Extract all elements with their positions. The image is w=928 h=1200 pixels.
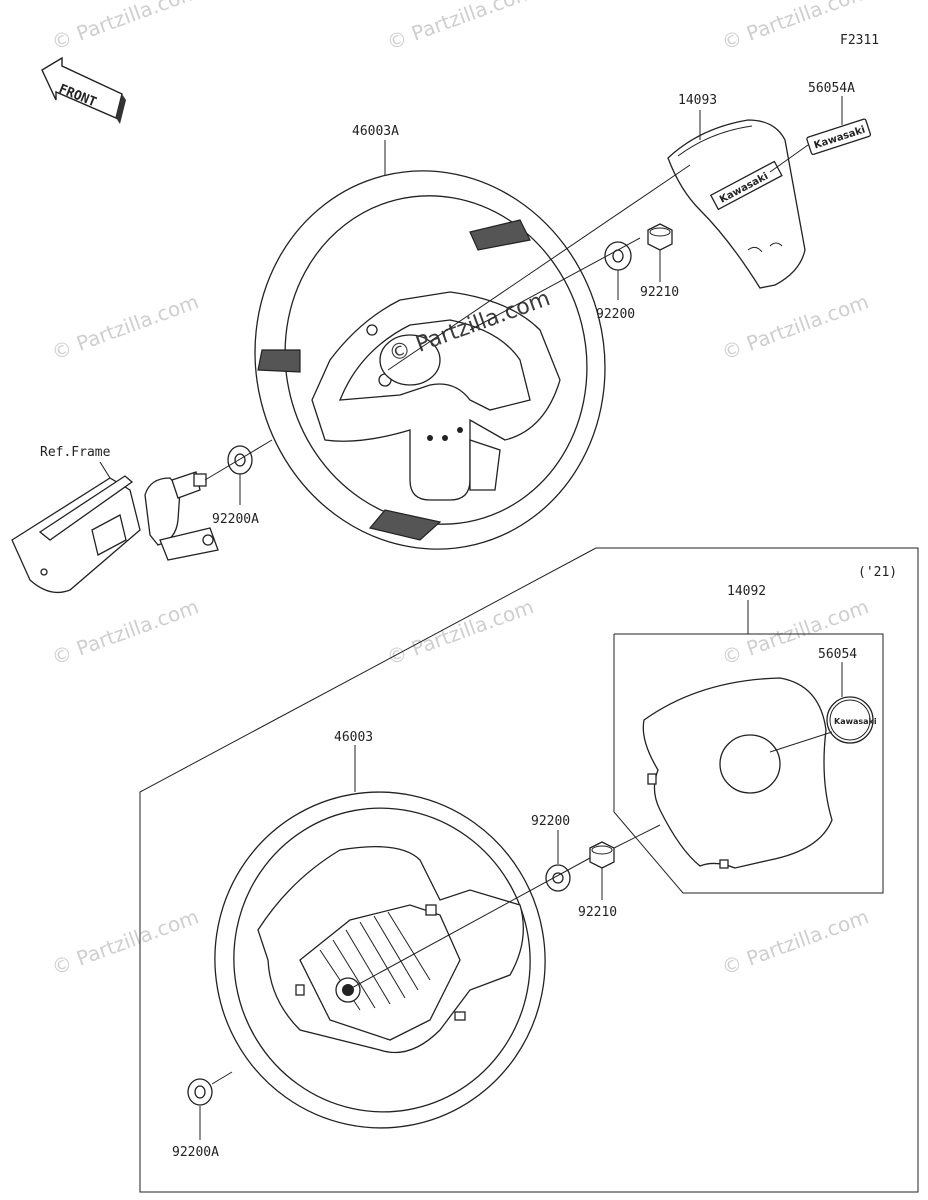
- label-46003: 46003: [334, 730, 373, 745]
- watermark-text: © Partzilla.com: [719, 289, 872, 364]
- washer-92200a-lower[interactable]: [187, 1078, 213, 1106]
- horn-cover-14093[interactable]: Kawasaki: [667, 119, 806, 289]
- watermark-text: © Partzilla.com: [49, 594, 202, 669]
- leader-line: [469, 237, 641, 331]
- label-92200-lower: 92200: [531, 814, 570, 829]
- label-56054: 56054: [818, 647, 857, 662]
- steering-wheel-46003a[interactable]: [215, 134, 645, 587]
- label-92200a-lower: 92200A: [172, 1145, 219, 1160]
- label-ref-frame: Ref.Frame: [40, 445, 111, 460]
- watermark-text: © Partzilla.com: [384, 0, 537, 55]
- year-note: ('21): [858, 565, 897, 580]
- steering-column-ref-frame: [11, 471, 219, 594]
- label-14092: 14092: [727, 584, 766, 599]
- diagram-code: F2311: [840, 33, 879, 48]
- leader-line: [99, 461, 111, 479]
- watermark-text: © Partzilla.com: [384, 594, 537, 669]
- emblem-56054a[interactable]: Kawasaki: [806, 118, 872, 156]
- variant-outline: [139, 547, 919, 1193]
- horn-cover-14092[interactable]: [642, 677, 833, 869]
- label-92210-lower: 92210: [578, 905, 617, 920]
- label-14093: 14093: [678, 93, 717, 108]
- nut-92210-lower[interactable]: [589, 841, 615, 869]
- emblem-logo-text: Kawasaki: [834, 717, 877, 726]
- cover-box-outline: [613, 633, 884, 894]
- leader-line: [387, 164, 691, 371]
- leader-line: [769, 144, 809, 173]
- label-46003a: 46003A: [352, 124, 399, 139]
- nut-92210-upper[interactable]: [647, 223, 673, 251]
- emblem-56054[interactable]: Kawasaki: [826, 696, 877, 744]
- leader-line: [613, 824, 661, 849]
- leader-line: [769, 731, 833, 753]
- upper-assembly: © Partzilla.com Kawasaki Kawasaki: [11, 81, 872, 594]
- watermark-text: © Partzilla.com: [49, 0, 202, 55]
- label-92200a-upper: 92200A: [212, 512, 259, 527]
- label-92200-upper: 92200: [596, 307, 635, 322]
- front-arrow-icon: FRONT: [41, 56, 126, 124]
- lower-assembly: ('21) Kawasaki: [139, 547, 919, 1193]
- watermark-text: © Partzilla.com: [49, 289, 202, 364]
- leader-line: [347, 857, 591, 991]
- steering-wheel-46003[interactable]: [188, 766, 571, 1154]
- label-92210-upper: 92210: [640, 285, 679, 300]
- leader-line: [204, 439, 273, 481]
- watermark-text: © Partzilla.com: [719, 904, 872, 979]
- watermark-text: © Partzilla.com: [49, 904, 202, 979]
- washer-92200-upper[interactable]: [604, 241, 632, 271]
- leader-line: [211, 1071, 233, 1085]
- washer-92200-lower[interactable]: [545, 864, 571, 892]
- washer-92200a-upper[interactable]: [227, 445, 253, 475]
- label-56054a: 56054A: [808, 81, 855, 96]
